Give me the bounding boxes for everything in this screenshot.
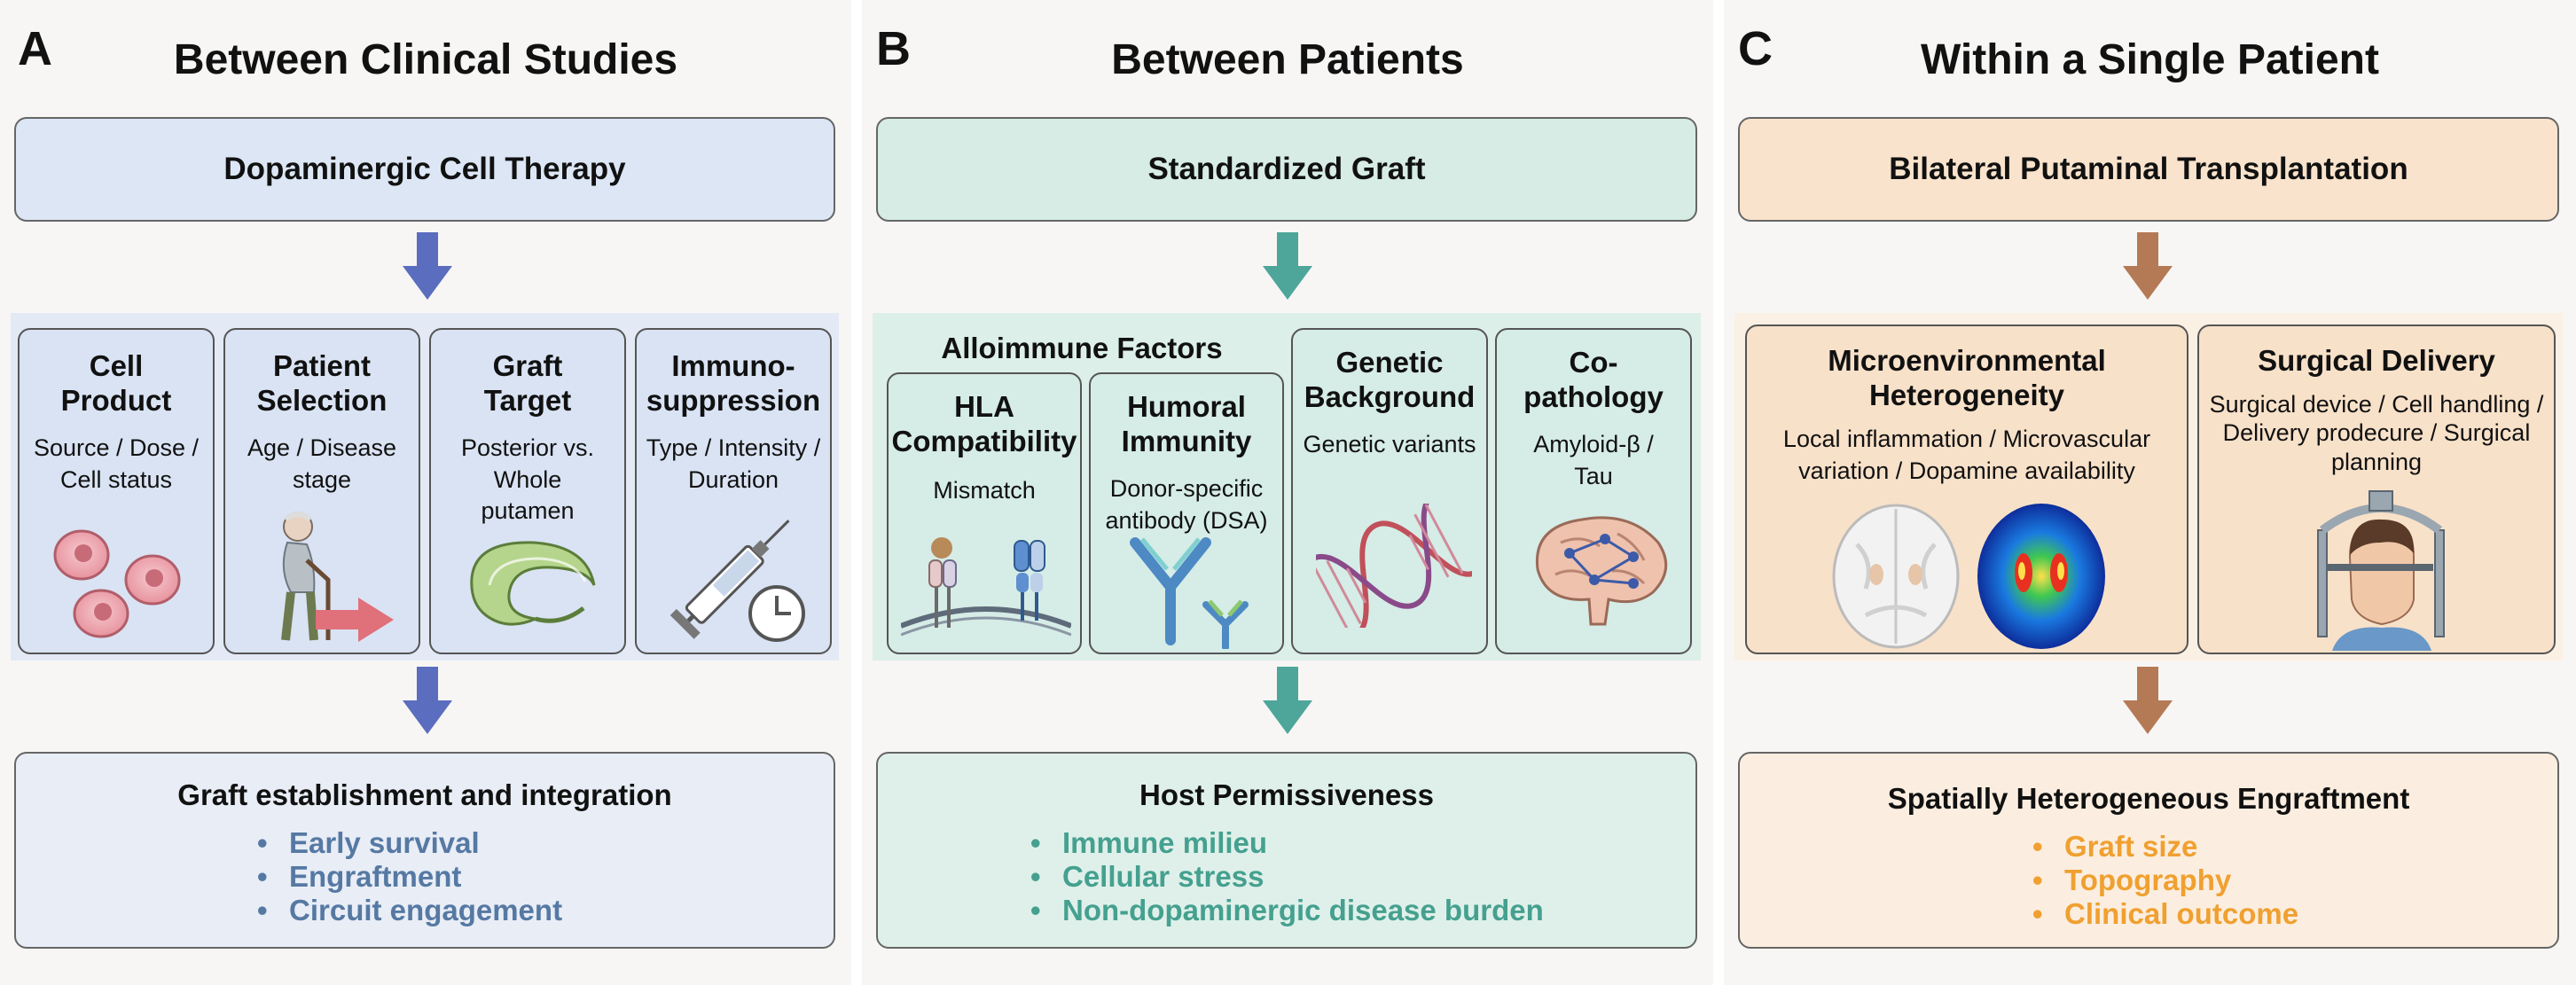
panel-label: C	[1738, 22, 1773, 75]
panel-title: Within a Single Patient	[1921, 36, 2379, 83]
elderly-patient-icon	[281, 512, 394, 642]
dna-icon	[1316, 504, 1472, 628]
panel-b: B Between Patients Standardized Graft Al…	[862, 0, 1713, 985]
card-title: Cell Product	[60, 349, 172, 417]
down-arrow-icon	[1263, 667, 1312, 734]
factor-card: Genetic Background Genetic variants	[1291, 328, 1488, 654]
card-subtitle: Local inflammation / Microvascular varia…	[1782, 426, 2151, 484]
down-arrow-icon	[403, 667, 452, 734]
card-subtitle: Posterior vs. Whole putamen	[460, 434, 595, 525]
factor-card: Graft Target Posterior vs. Whole putamen	[429, 328, 626, 654]
putamen-icon	[470, 541, 596, 626]
outcome-box: Graft establishment and integration •Ear…	[14, 752, 835, 949]
card-subtitle: Amyloid-β / Tau	[1533, 431, 1654, 489]
top-box: Dopaminergic Cell Therapy	[14, 117, 835, 222]
down-arrow-icon	[403, 232, 452, 300]
card-subtitle: Source / Dose / Cell status	[33, 434, 200, 493]
top-box-label: Bilateral Putaminal Transplantation	[1889, 152, 2408, 186]
card-subtitle: Mismatch	[933, 477, 1036, 504]
factor-card: Co-pathology Amyloid-β / Tau	[1495, 328, 1692, 654]
outcome-item: •Circuit engagement	[257, 894, 563, 926]
card-title: Immuno-suppression	[646, 349, 821, 417]
outcome-item: •Immune milieu	[1030, 826, 1268, 859]
outcome-item: •Clinical outcome	[2032, 897, 2299, 930]
panel-label: B	[876, 22, 911, 75]
card-title: Genetic Background	[1304, 346, 1476, 413]
card-title: HLA Compatibility	[891, 390, 1077, 457]
factor-card: Cell Product Source / Dose / Cell status	[18, 328, 215, 654]
panel-title: Between Patients	[1111, 36, 1464, 83]
card-subtitle: Age / Disease stage	[247, 434, 397, 493]
outcome-item: •Graft size	[2032, 830, 2198, 863]
card-title: Microenvironmental Heterogeneity	[1828, 344, 2106, 411]
antibody-icon	[1130, 537, 1249, 649]
outcome-item: •Non-dopaminergic disease burden	[1030, 894, 1544, 926]
top-box-label: Dopaminergic Cell Therapy	[223, 152, 626, 186]
card-subtitle: Donor-specific antibody (DSA)	[1105, 475, 1268, 534]
factor-card: HLA Compatibility Mismatch	[887, 372, 1082, 654]
card-title: Surgical Delivery	[2258, 344, 2495, 377]
outcome-item: •Topography	[2032, 864, 2232, 896]
stereotactic-frame-icon	[2317, 490, 2445, 651]
outcome-item: •Cellular stress	[1030, 860, 1265, 893]
factor-card: Surgical Delivery Surgical device / Cell…	[2197, 324, 2556, 654]
factor-card: Immuno-suppression Type / Intensity / Du…	[635, 328, 832, 654]
outcome-item: •Early survival	[257, 826, 480, 859]
top-box: Standardized Graft	[876, 117, 1697, 222]
syringe-clock-icon	[669, 520, 805, 642]
panel-label: A	[18, 22, 52, 75]
card-title: Co-pathology	[1523, 346, 1664, 413]
card-title: Humoral Immunity	[1121, 390, 1252, 457]
outcome-item: •Engraftment	[257, 860, 462, 893]
top-box: Bilateral Putaminal Transplantation	[1738, 117, 2559, 222]
down-arrow-icon	[2123, 232, 2173, 300]
hla-receptor-icon	[901, 537, 1071, 637]
outcome-box: Spatially Heterogeneous Engraftment •Gra…	[1738, 752, 2559, 949]
panel-title: Between Clinical Studies	[173, 36, 678, 83]
card-subtitle: Type / Intensity / Duration	[646, 434, 821, 493]
panel-a: A Between Clinical Studies Dopaminergic …	[0, 0, 851, 985]
brain-scan-icon	[1832, 504, 2105, 649]
card-subtitle: Surgical device / Cell handling / Delive…	[2209, 391, 2544, 475]
outcome-box: Host Permissiveness •Immune milieu •Cell…	[876, 752, 1697, 949]
panel-c: C Within a Single Patient Bilateral Puta…	[1724, 0, 2576, 985]
outcome-title: Host Permissiveness	[1139, 778, 1434, 811]
card-subtitle: Genetic variants	[1303, 431, 1476, 457]
down-arrow-icon	[1263, 232, 1312, 300]
outcome-title: Spatially Heterogeneous Engraftment	[1887, 782, 2410, 815]
cell-icon	[53, 529, 181, 638]
top-box-label: Standardized Graft	[1147, 152, 1426, 186]
brain-network-icon	[1535, 516, 1668, 626]
factor-card: Humoral Immunity Donor-specific antibody…	[1089, 372, 1284, 654]
down-arrow-icon	[2123, 667, 2173, 734]
outcome-title: Graft establishment and integration	[177, 778, 672, 811]
group-label: Alloimmune Factors	[941, 332, 1223, 364]
card-title: Patient Selection	[256, 349, 388, 417]
factor-card: Microenvironmental Heterogeneity Local i…	[1745, 324, 2188, 654]
card-title: Graft Target	[483, 349, 572, 417]
factor-card: Patient Selection Age / Disease stage	[223, 328, 420, 654]
